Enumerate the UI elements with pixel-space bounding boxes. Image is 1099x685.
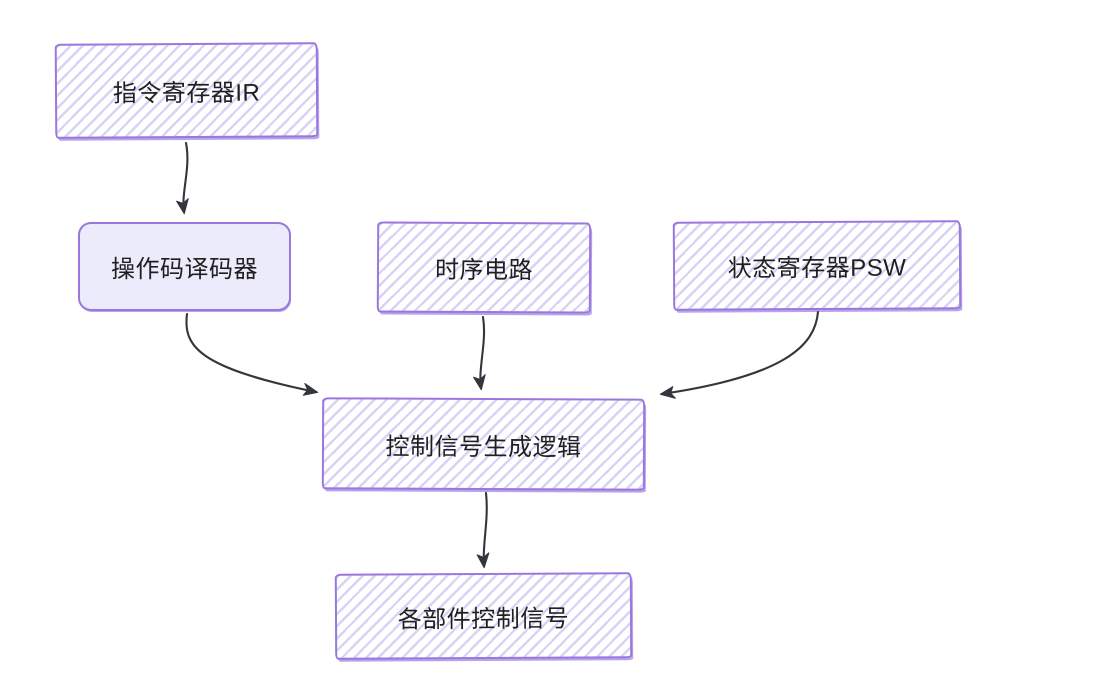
arrow-psw-to-control-logic[interactable] [659, 310, 820, 399]
node-label: 操作码译码器 [111, 256, 258, 283]
node-label: 控制信号生成逻辑 [385, 433, 582, 461]
node-component-control-signals[interactable]: 各部件控制信号 [334, 572, 633, 660]
node-opcode-decoder[interactable]: 操作码译码器 [78, 222, 291, 311]
arrow-decoder-to-control-logic[interactable] [185, 312, 319, 396]
node-timing-circuit[interactable]: 时序电路 [376, 221, 592, 314]
node-control-signal-generation-logic[interactable]: 控制信号生成逻辑 [321, 397, 646, 491]
node-label: 时序电路 [434, 256, 534, 285]
node-instruction-register-ir[interactable]: 指令寄存器IR [54, 42, 319, 139]
arrow-timing-to-control-logic[interactable] [473, 315, 486, 391]
node-status-register-psw[interactable]: 状态寄存器PSW [672, 220, 962, 311]
node-label: 状态寄存器PSW [727, 254, 907, 283]
node-label: 指令寄存器IR [112, 79, 261, 108]
arrow-ir-to-decoder[interactable] [176, 141, 189, 215]
node-label: 各部件控制信号 [397, 605, 570, 633]
arrow-control-logic-to-signals[interactable] [476, 491, 490, 569]
